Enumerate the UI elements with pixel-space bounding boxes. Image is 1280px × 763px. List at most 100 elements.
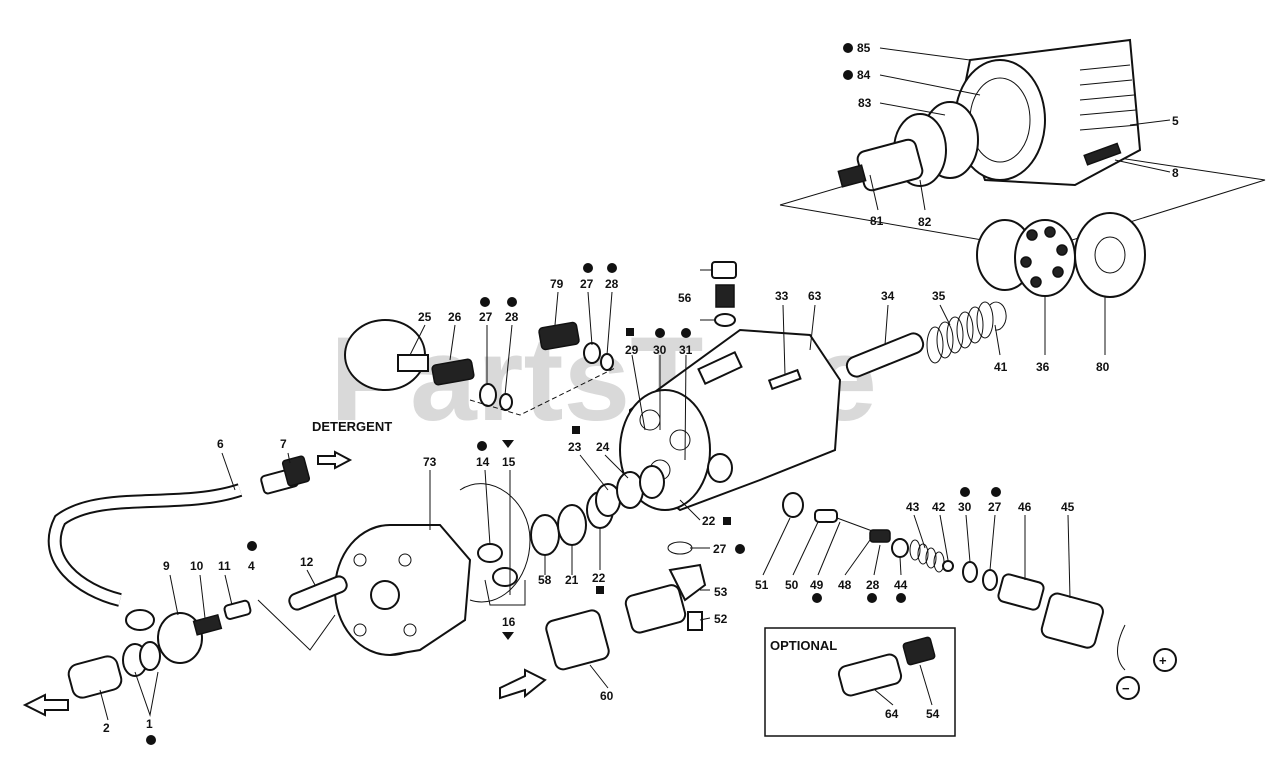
inlet-arrow xyxy=(22,693,69,717)
callout-6: 6 xyxy=(217,437,224,451)
callout-22a: 22 xyxy=(702,514,716,528)
callout-43: 43 xyxy=(906,500,920,514)
leader-lines xyxy=(99,47,1171,721)
plunger xyxy=(288,575,348,611)
callout-84: 84 xyxy=(857,68,871,82)
callout-73: 73 xyxy=(423,455,437,469)
retaining-clip xyxy=(989,301,1007,331)
manifold-body xyxy=(389,524,472,656)
callout-44: 44 xyxy=(894,578,908,592)
unloader-cap xyxy=(1040,592,1104,649)
callout-16: 16 xyxy=(502,615,516,629)
valve-seat xyxy=(223,599,252,620)
nut xyxy=(782,492,804,518)
callout-25: 25 xyxy=(418,310,432,324)
callout-45: 45 xyxy=(1061,500,1075,514)
detergent-arrow xyxy=(317,450,353,470)
unloader-fitting xyxy=(997,573,1045,611)
stem xyxy=(814,509,838,523)
callout-60: 60 xyxy=(600,689,614,703)
callout-14: 14 xyxy=(476,455,490,469)
unloader-spring xyxy=(909,539,945,573)
adjust-arrow xyxy=(1117,624,1126,671)
callout-23: 23 xyxy=(568,440,582,454)
plug-cap xyxy=(711,261,737,279)
callout-58: 58 xyxy=(538,573,552,587)
bearing-group xyxy=(976,212,1146,298)
callout-24: 24 xyxy=(596,440,610,454)
swash-plate xyxy=(1074,212,1146,298)
callout-7: 7 xyxy=(280,437,287,451)
outlet-arrow xyxy=(499,668,547,700)
bolt xyxy=(767,368,802,391)
callout-33: 33 xyxy=(775,289,789,303)
callout-27a: 27 xyxy=(580,277,594,291)
valve xyxy=(492,567,518,587)
detergent-label: DETERGENT xyxy=(312,419,392,434)
callout-22b: 22 xyxy=(592,571,606,585)
callout-35: 35 xyxy=(932,289,946,303)
callout-63: 63 xyxy=(808,289,822,303)
callout-10: 10 xyxy=(190,559,204,573)
callout-15: 15 xyxy=(502,455,516,469)
callout-50: 50 xyxy=(785,578,799,592)
callout-12: 12 xyxy=(300,555,314,569)
callout-54: 54 xyxy=(926,707,940,721)
optional-coupler xyxy=(837,653,903,697)
plus-label: + xyxy=(1159,653,1167,668)
fitting-nut xyxy=(281,455,311,487)
spring xyxy=(926,301,994,364)
callout-83: 83 xyxy=(858,96,872,110)
check-valve xyxy=(538,321,580,351)
retainer xyxy=(557,504,587,546)
callout-85: 85 xyxy=(857,41,871,55)
callout-11: 11 xyxy=(218,559,231,573)
callout-53: 53 xyxy=(714,585,728,599)
callout-29: 29 xyxy=(625,343,639,357)
o-ring xyxy=(667,541,693,555)
callout-81: 81 xyxy=(870,214,884,228)
callout-51: 51 xyxy=(755,578,769,592)
callout-8: 8 xyxy=(1172,166,1179,180)
callout-49: 49 xyxy=(810,578,824,592)
screw xyxy=(687,611,703,631)
garden-hose-adapter xyxy=(67,655,123,699)
callout-31: 31 xyxy=(679,343,693,357)
detergent-valve-group xyxy=(344,319,616,416)
callout-9: 9 xyxy=(163,559,170,573)
callout-27d: 27 xyxy=(988,500,1002,514)
port xyxy=(707,453,733,483)
o-ring xyxy=(499,393,513,411)
minus-symbol xyxy=(1116,676,1140,700)
callout-41: 41 xyxy=(994,360,1008,374)
callout-36: 36 xyxy=(1036,360,1050,374)
callout-30b: 30 xyxy=(958,500,972,514)
plug-assembly xyxy=(711,261,737,327)
plug-spring xyxy=(715,284,735,308)
shaft-end xyxy=(837,164,867,188)
detergent-hose xyxy=(49,485,242,605)
gasket xyxy=(459,483,531,603)
callout-2: 2 xyxy=(103,721,110,735)
seal xyxy=(530,514,560,556)
callout-28c: 28 xyxy=(866,578,880,592)
valve xyxy=(477,543,503,563)
callout-52: 52 xyxy=(714,612,728,626)
callout-48: 48 xyxy=(838,578,852,592)
callout-30a: 30 xyxy=(653,343,667,357)
inlet-manifold xyxy=(334,524,472,656)
callout-42: 42 xyxy=(932,500,946,514)
callout-82: 82 xyxy=(918,215,932,229)
callout-27b: 27 xyxy=(479,310,493,324)
optional-nut xyxy=(902,636,936,666)
optional-label: OPTIONAL xyxy=(770,638,837,653)
outlet-fitting xyxy=(624,584,687,634)
cap-stem xyxy=(397,354,429,372)
flange-assembly xyxy=(779,38,1266,251)
callout-5: 5 xyxy=(1172,114,1179,128)
screw xyxy=(1083,142,1122,166)
callout-21: 21 xyxy=(565,573,579,587)
cooling-fins xyxy=(1079,64,1139,131)
callout-80: 80 xyxy=(1096,360,1110,374)
